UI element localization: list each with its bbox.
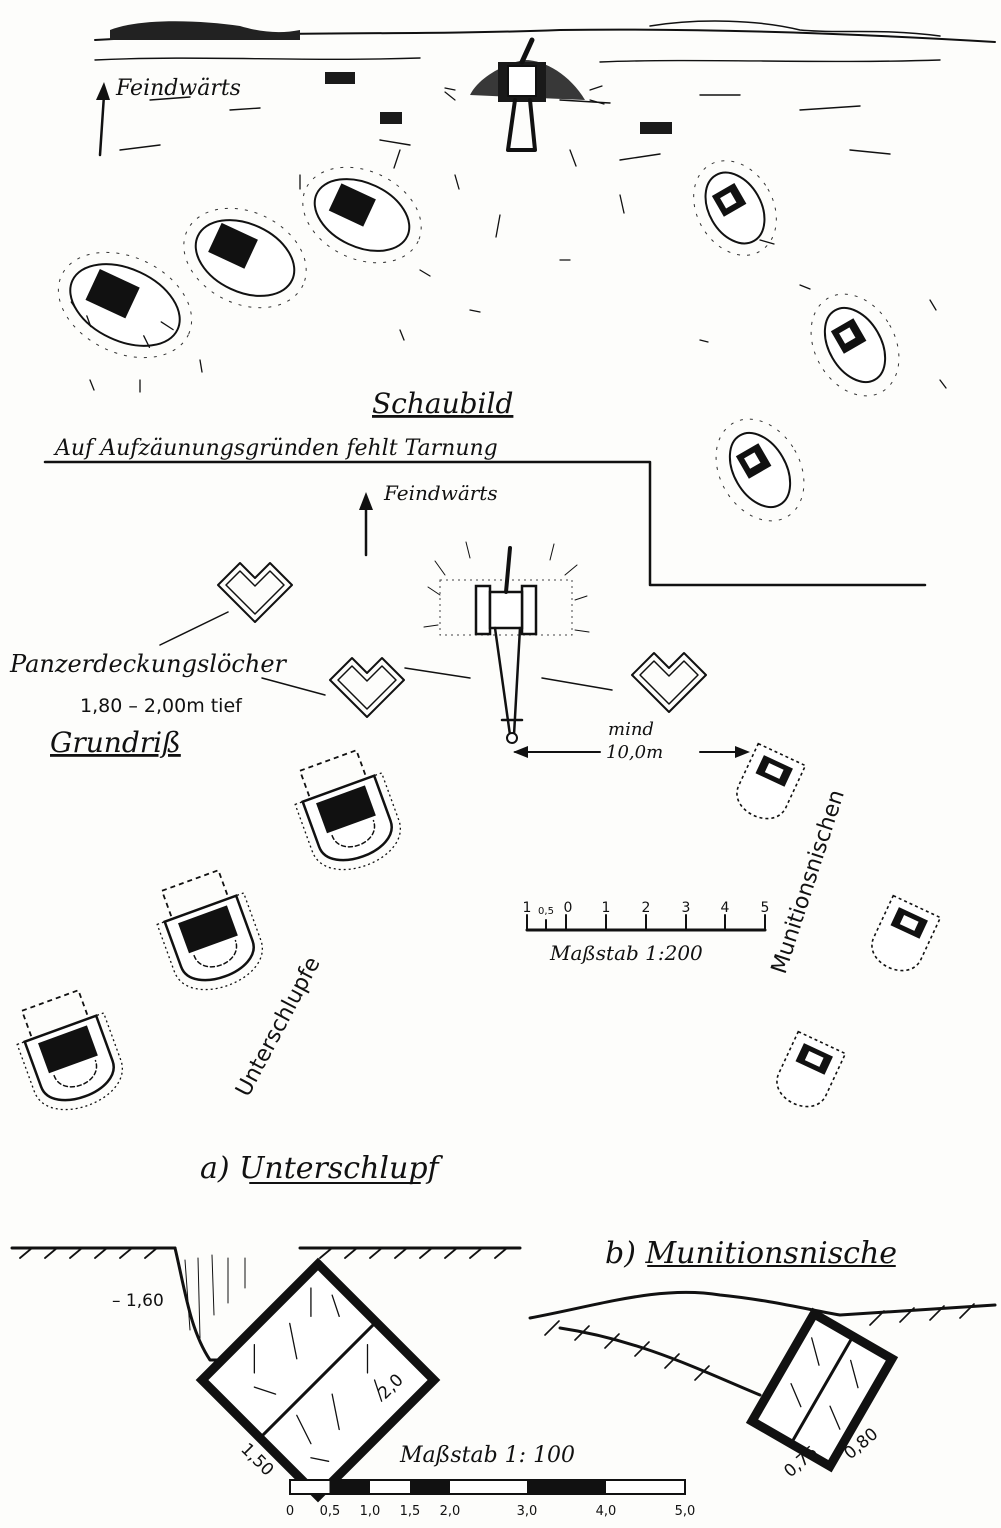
shelters-label: Unterschlupfe bbox=[231, 953, 325, 1101]
depth-label: – 1,60 bbox=[112, 1291, 164, 1311]
scale-tick-label: 5 bbox=[761, 900, 770, 916]
arrowhead-icon bbox=[96, 82, 110, 100]
scale-label: Maßstab 1: 100 bbox=[399, 1443, 575, 1468]
ammo-niche-plan bbox=[736, 742, 807, 820]
arrowhead-icon bbox=[735, 746, 750, 758]
ammo-box bbox=[325, 72, 355, 84]
scale-bar-1-200: 1 0,5 0 1 2 3 4 5 Maßstab 1:200 bbox=[523, 900, 770, 965]
ammo-niche-perspective bbox=[693, 160, 777, 256]
foxhole-chevron bbox=[329, 657, 405, 718]
ammo-niche-plan bbox=[776, 1030, 847, 1108]
shelter-perspective bbox=[183, 207, 307, 309]
scale-tick-label: 5,0 bbox=[675, 1504, 696, 1519]
ammo-box bbox=[640, 122, 672, 134]
scale-tick-label: 4 bbox=[721, 900, 730, 916]
min-distance-label: mind bbox=[608, 719, 654, 740]
camouflage-note: Auf Aufzäunungsgründen fehlt Tarnung bbox=[53, 436, 498, 461]
ground-marks bbox=[89, 149, 947, 393]
foxhole-chevron bbox=[217, 562, 293, 623]
ammo-niche-perspective bbox=[810, 293, 900, 397]
foxholes-depth: 1,80 – 2,00m tief bbox=[80, 695, 243, 717]
scale-tick-label: 0 bbox=[286, 1504, 294, 1519]
distant-trees bbox=[110, 21, 300, 40]
perspective-title: Schaubild bbox=[372, 387, 513, 420]
leader-lines bbox=[159, 611, 613, 696]
plan-title: Grundriß bbox=[50, 726, 181, 759]
shelter-plan bbox=[16, 989, 123, 1111]
enemy-direction-label: Feindwärts bbox=[115, 76, 241, 101]
foxholes-label: Panzerdeckungslöcher bbox=[9, 650, 288, 678]
ammo-niche-perspective bbox=[715, 418, 805, 522]
scale-tick-label: 2 bbox=[642, 900, 651, 916]
scale-label: Maßstab 1:200 bbox=[549, 941, 703, 965]
enemy-direction-arrow bbox=[98, 93, 106, 157]
caption-a: a) Unterschlupf bbox=[200, 1151, 444, 1186]
scale-tick-label: 1 bbox=[523, 900, 532, 916]
ammo-niche-plan bbox=[871, 894, 942, 972]
scale-tick-label: 1 bbox=[602, 900, 611, 916]
scale-tick-label: 3,0 bbox=[517, 1504, 538, 1519]
section-divider bbox=[43, 460, 927, 587]
scale-tick-label: 1,5 bbox=[400, 1504, 421, 1519]
shelter-perspective bbox=[302, 166, 422, 264]
scale-tick-label: 2,0 bbox=[440, 1504, 461, 1519]
plan-enemy-label: Feindwärts bbox=[383, 481, 498, 505]
perspective-view: Feindwärts bbox=[43, 20, 996, 587]
shelter-perspective bbox=[57, 251, 193, 359]
gun-plan bbox=[423, 541, 590, 744]
plan-view: Feindwärts bbox=[9, 481, 942, 1186]
scale-tick-label: 4,0 bbox=[596, 1504, 617, 1519]
ground-hatching bbox=[19, 1247, 508, 1259]
arrowhead-icon bbox=[359, 492, 373, 510]
min-distance-value: 10,0m bbox=[606, 742, 663, 763]
ammo-niche-section bbox=[745, 1307, 899, 1473]
ammo-box bbox=[380, 112, 402, 124]
scale-tick-label: 1,0 bbox=[360, 1504, 381, 1519]
scale-tick-label: 0 bbox=[564, 900, 573, 916]
scale-bar-1-100: Maßstab 1: 100 0 0,5 1,0 1,5 2,0 3,0 4,0… bbox=[286, 1443, 695, 1519]
shelter-plan bbox=[156, 869, 263, 991]
shelter-section bbox=[195, 1257, 441, 1503]
scale-tick-label: 0,5 bbox=[538, 906, 554, 917]
arrowhead-icon bbox=[513, 746, 528, 758]
scale-tick-label: 3 bbox=[682, 900, 691, 916]
shelter-plan bbox=[294, 749, 401, 871]
gun-perspective bbox=[444, 37, 605, 152]
foxhole-chevron bbox=[631, 652, 707, 713]
scale-tick-label: 0,5 bbox=[320, 1504, 341, 1519]
section-views: – 1,60 1,50 2,0 b) Munitionsnische 0,75 … bbox=[10, 1236, 997, 1519]
